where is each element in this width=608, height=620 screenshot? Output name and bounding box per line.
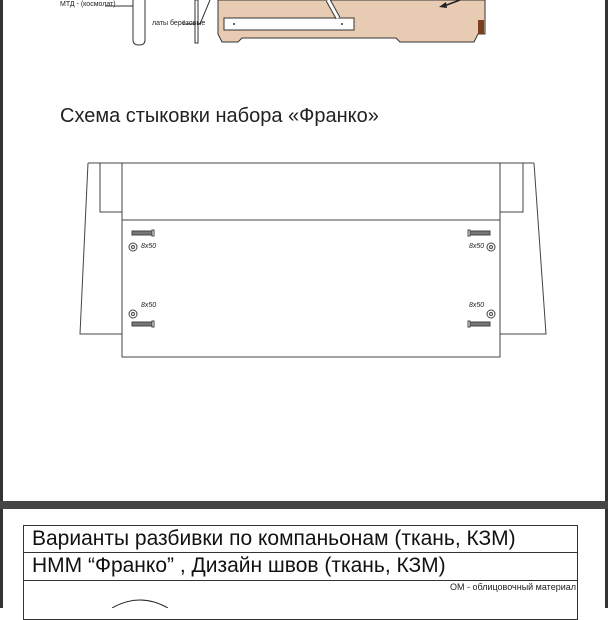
main-module bbox=[121, 162, 501, 358]
right-inner-block bbox=[499, 162, 524, 213]
variants-heading: Варианты разбивки по компаньонам (ткань,… bbox=[23, 525, 578, 553]
sofa-white-frame bbox=[223, 17, 355, 31]
lath-bar bbox=[194, 0, 199, 44]
fastener-label: 8x50 bbox=[141, 302, 157, 309]
label-laths: латы берёзовые bbox=[152, 20, 206, 27]
docking-scheme bbox=[79, 162, 547, 358]
page-separator bbox=[0, 501, 608, 509]
mtd-bar bbox=[132, 0, 146, 46]
left-armrest bbox=[79, 162, 122, 335]
fastener-label: 8x50 bbox=[469, 302, 485, 309]
bolt-hole-icon bbox=[486, 242, 496, 252]
right-armrest bbox=[500, 162, 547, 335]
material-note: ОМ - облицовочный материал bbox=[449, 582, 576, 592]
screw-icon bbox=[467, 320, 491, 328]
bolt-hole-icon bbox=[128, 242, 138, 252]
label-mtd: МТД - (космолат) bbox=[60, 1, 116, 8]
wood-block bbox=[478, 20, 484, 34]
arrow-icon bbox=[443, 0, 461, 7]
screw-icon bbox=[131, 320, 155, 328]
screw-icon bbox=[467, 229, 491, 237]
page-border-right bbox=[605, 0, 608, 608]
left-inner-block bbox=[99, 162, 123, 213]
design-heading: НММ “Франко” , Дизайн швов (ткань, КЗМ) bbox=[23, 552, 578, 581]
fastener-label: 8x50 bbox=[141, 243, 157, 250]
ellipse-drawing bbox=[111, 599, 169, 608]
fastener-label: 8x50 bbox=[469, 243, 485, 250]
page-border-left bbox=[0, 0, 3, 608]
sofa-section-drawing bbox=[105, 0, 486, 46]
bolt-hole-icon bbox=[486, 309, 496, 319]
screw-icon bbox=[131, 229, 155, 237]
bolt-hole-icon bbox=[128, 309, 138, 319]
scheme-title: Схема стыковки набора «Франко» bbox=[60, 105, 379, 127]
